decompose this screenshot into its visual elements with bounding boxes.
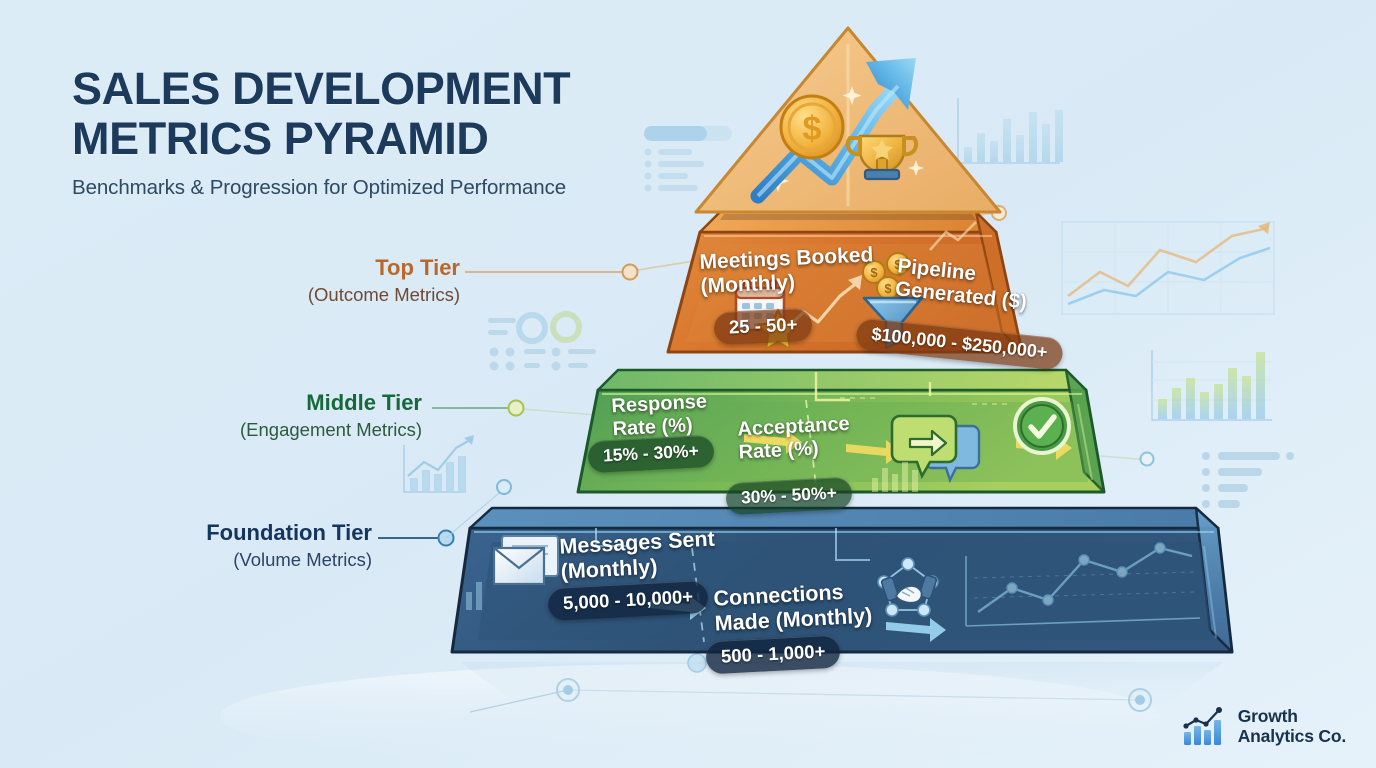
envelope-icon — [492, 535, 559, 586]
page-subtitle: Benchmarks & Progression for Optimized P… — [72, 176, 567, 199]
dollar-coin-icon: $ — [779, 94, 845, 160]
logo-text-line1: Growth — [1237, 706, 1298, 726]
deco-progress-left — [644, 126, 732, 192]
page-title: SALES DEVELOPMENT METRICS PYRAMID — [72, 63, 571, 164]
pyramid-tier-foundation[interactable] — [450, 506, 1234, 654]
tier-label-top-name: Top Tier — [375, 255, 460, 280]
deco-stacked-bar-right — [1151, 350, 1272, 421]
metric-value-connections-made: 500 - 1,000+ — [705, 634, 842, 675]
deco-line-chart-right — [1061, 221, 1275, 315]
svg-text:$: $ — [803, 110, 822, 148]
svg-text:$: $ — [894, 257, 902, 272]
tier-label-top: Top Tier (Outcome Metrics) — [120, 255, 460, 307]
pyramid-apex[interactable]: $ — [694, 26, 1002, 214]
deco-donuts-left — [488, 311, 596, 371]
metric-value-meetings-booked: 25 - 50+ — [713, 307, 814, 346]
tier-label-top-sublabel: (Outcome Metrics) — [307, 284, 460, 305]
logo-text: Growth Analytics Co. — [1238, 706, 1346, 746]
svg-text:$: $ — [870, 265, 878, 280]
tier-label-foundation-name: Foundation Tier — [206, 520, 372, 545]
page-title-line1: SALES DEVELOPMENT — [72, 63, 571, 114]
tier-label-middle: Middle Tier (Engagement Metrics) — [50, 390, 422, 442]
header-block: SALES DEVELOPMENT METRICS PYRAMID Benchm… — [72, 63, 571, 200]
svg-text:$: $ — [884, 281, 892, 296]
deco-growth-arrow-topright — [929, 221, 977, 251]
growth-arrow-icon — [750, 58, 916, 204]
tier-label-foundation-sublabel: (Volume Metrics) — [233, 549, 372, 570]
logo: Growth Analytics Co. — [1183, 706, 1346, 746]
handshake-network-icon — [877, 557, 939, 617]
pyramid-tier-middle[interactable] — [576, 368, 1106, 494]
metric-value-response-rate: 15% - 30%+ — [587, 434, 715, 474]
deco-bar-chart-left — [403, 435, 474, 493]
trophy-icon — [845, 134, 919, 181]
deco-bars-middle — [872, 462, 918, 492]
pyramid-reflection — [460, 662, 1224, 716]
check-circle-icon — [1013, 397, 1071, 455]
page-title-line2: METRICS PYRAMID — [72, 113, 489, 164]
deco-line-chart-foundation — [965, 542, 1201, 627]
tier-label-middle-sublabel: (Engagement Metrics) — [240, 419, 422, 440]
bar-line-chart-icon — [1183, 707, 1222, 745]
metric-value-acceptance-rate: 30% - 50%+ — [725, 476, 853, 516]
logo-text-line2: Analytics Co. — [1237, 726, 1346, 746]
tier-label-foundation: Foundation Tier (Volume Metrics) — [40, 520, 372, 572]
connector-foundation-tier — [378, 479, 512, 547]
speech-bubble-arrow-icon — [890, 414, 981, 484]
deco-list-right — [1202, 452, 1294, 508]
tier-label-middle-name: Middle Tier — [306, 390, 422, 415]
